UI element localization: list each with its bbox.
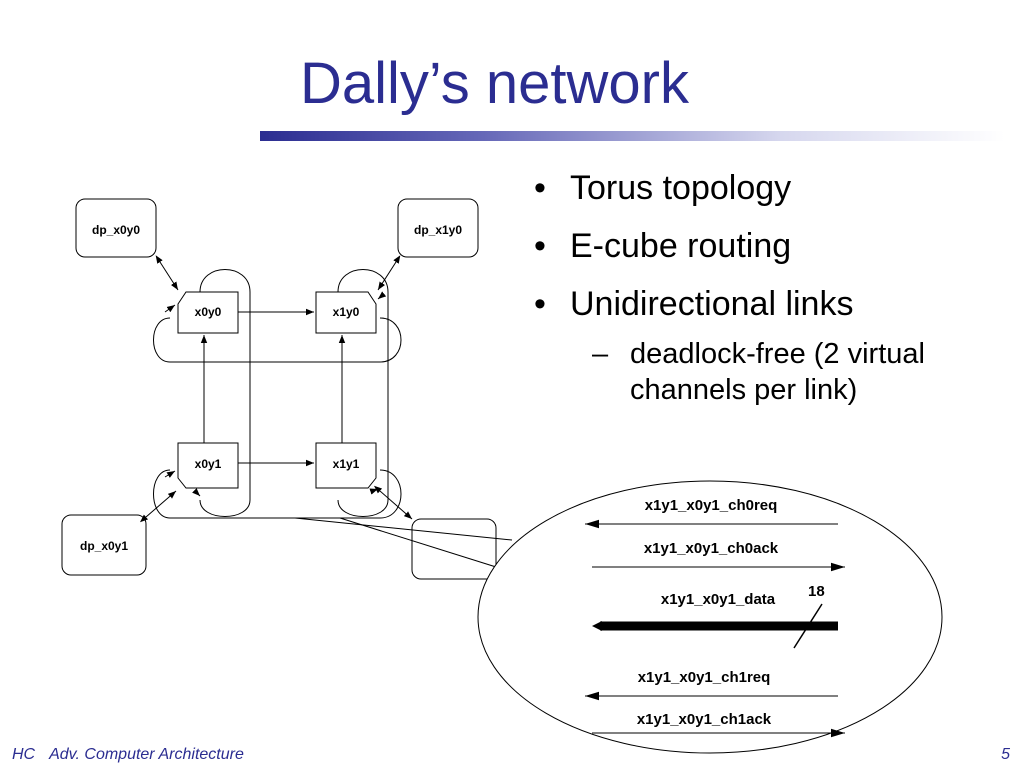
node-label: x0y0: [195, 305, 222, 319]
slide-title: Dally’s network: [300, 51, 689, 116]
dataport-node-dp_x0y1: dp_x0y1: [61, 514, 147, 576]
signal-label: x1y1_x0y1_ch1ack: [637, 711, 772, 728]
signal-label: x1y1_x0y1_ch0req: [645, 497, 778, 514]
zoom-ellipse: x1y1_x0y1_ch0req x1y1_x0y1_ch0ack x1y1_x…: [477, 480, 943, 754]
bullet-dot-icon: •: [534, 169, 546, 207]
bullet-text: Unidirectional links: [570, 285, 854, 323]
bullet-item: • E-cube routing: [530, 226, 1010, 266]
bullet-text: E-cube routing: [570, 227, 792, 265]
wrap-link-col0: [199, 269, 251, 517]
sub-bullet-line2: channels per link): [630, 374, 858, 406]
dataport-node-dp_x1y0: dp_x1y0: [397, 198, 479, 258]
dataport-node-dp_x0y0: dp_x0y0: [75, 198, 157, 258]
title-underline: [260, 131, 1005, 141]
router-node-x0y1: x0y1: [177, 442, 239, 489]
node-label: x1y0: [333, 305, 360, 319]
signal-ch1req: x1y1_x0y1_ch1req: [585, 669, 838, 701]
dataport-node-dp_x1y1-partial: [411, 518, 497, 580]
bus-width-label: 18: [808, 583, 825, 600]
bullet-item: • Torus topology: [530, 168, 1010, 208]
router-node-x1y1: x1y1: [315, 442, 377, 489]
bullet-dot-icon: •: [534, 285, 546, 323]
dash-icon: –: [592, 338, 609, 370]
signal-ch0ack: x1y1_x0y1_ch0ack: [592, 540, 845, 572]
router-node-x1y0: x1y0: [315, 291, 377, 334]
node-label: dp_x1y0: [414, 223, 462, 237]
footer-course: HC Adv. Computer Architecture: [12, 746, 244, 764]
node-label: x1y1: [333, 457, 360, 471]
signal-ch1ack: x1y1_x0y1_ch1ack: [592, 711, 845, 738]
router-node-x0y0: x0y0: [177, 291, 239, 334]
node-label: x0y1: [195, 457, 222, 471]
mesh-links: [200, 308, 346, 467]
wrap-link-col1: [337, 269, 389, 517]
footer-course-name: Adv. Computer Architecture: [49, 746, 244, 763]
zoom-callout-lines: [294, 517, 513, 573]
footer-prefix: HC: [12, 746, 36, 763]
signal-label: x1y1_x0y1_data: [661, 591, 776, 608]
wrap-link-row0: [153, 317, 402, 363]
bullet-list: • Torus topology • E-cube routing • Unid…: [530, 168, 1010, 408]
signal-label: x1y1_x0y1_ch1req: [638, 669, 771, 686]
sub-bullet-item: – deadlock-free (2 virtual channels per …: [530, 336, 1010, 408]
signal-ch0req: x1y1_x0y1_ch0req: [585, 497, 838, 529]
node-label: dp_x0y1: [80, 539, 128, 553]
signal-data-bus: x1y1_x0y1_data 18: [592, 583, 838, 649]
bullet-item: • Unidirectional links: [530, 284, 1010, 324]
page-number: 5: [1001, 746, 1010, 763]
signal-label: x1y1_x0y1_ch0ack: [644, 540, 779, 557]
bullet-dot-icon: •: [534, 227, 546, 265]
dataport-links: [139, 255, 413, 523]
node-label: dp_x0y0: [92, 223, 140, 237]
sub-bullet-line1: deadlock-free (2 virtual: [630, 338, 925, 370]
bullet-text: Torus topology: [570, 169, 792, 207]
